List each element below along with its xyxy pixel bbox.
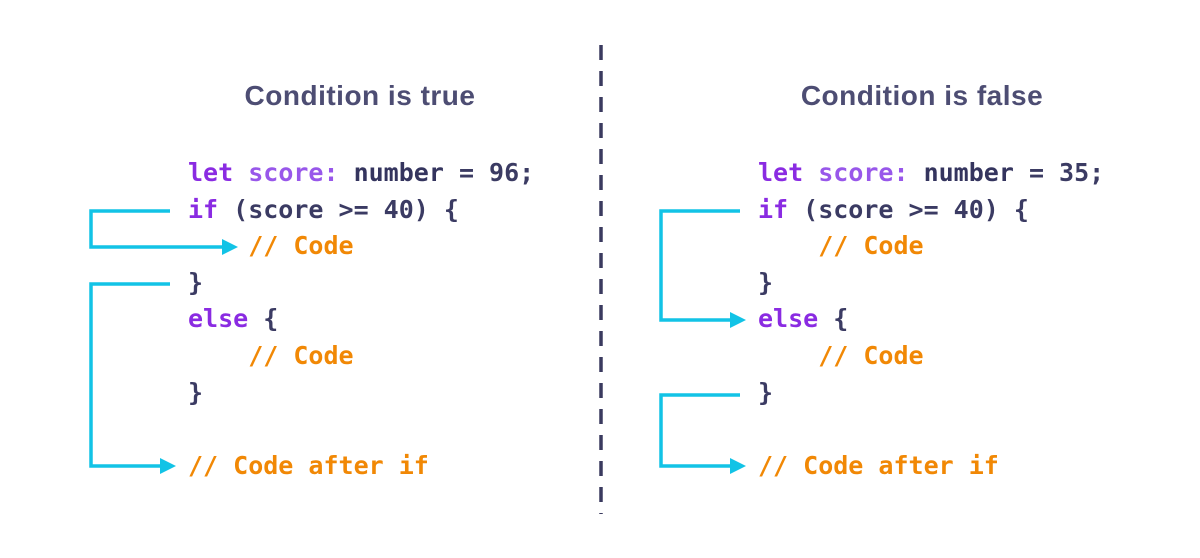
code-block-condition-false: let score: number = 35; if (score >= 40)… xyxy=(758,155,1104,484)
code-line: // Code after if xyxy=(188,448,534,485)
code-line: let score: number = 96; xyxy=(188,155,534,192)
code-token: number xyxy=(923,158,1014,187)
code-token: (score >= 40) { xyxy=(803,194,1029,224)
code-token: score: xyxy=(248,158,354,187)
code-line: } xyxy=(188,375,534,412)
code-token: { xyxy=(248,304,279,334)
code-token: // Code after if xyxy=(758,450,999,480)
code-token: (score >= 40) { xyxy=(233,194,459,224)
code-token: // Code xyxy=(188,340,354,370)
code-token xyxy=(188,414,203,443)
code-token: { xyxy=(818,304,849,334)
code-token: // Code xyxy=(758,340,924,370)
code-line: } xyxy=(188,265,534,302)
flow-arrowhead-false-end-to-after xyxy=(730,458,746,474)
code-token: score: xyxy=(818,158,924,187)
code-line: } xyxy=(758,265,1104,302)
code-line: if (score >= 40) { xyxy=(188,192,534,229)
code-token: // Code after if xyxy=(188,450,429,480)
code-token xyxy=(758,414,773,443)
code-token: } xyxy=(758,377,774,407)
code-token: let xyxy=(758,158,819,187)
flow-arrow-true-end-to-after xyxy=(89,282,170,468)
code-token: else xyxy=(758,304,819,334)
code-token: // Code xyxy=(758,231,924,261)
code-token: // Code xyxy=(188,231,354,261)
panel-title-condition-false: Condition is false xyxy=(800,80,1044,111)
code-line: } xyxy=(758,375,1104,412)
flow-arrowhead-false-if-to-else xyxy=(730,312,746,328)
flow-arrowhead-true-end-to-after xyxy=(160,458,176,474)
code-line: // Code after if xyxy=(758,448,1104,485)
code-line: else { xyxy=(758,301,1104,338)
code-token: let xyxy=(188,158,249,187)
code-token: = 96; xyxy=(443,158,535,187)
code-token: if xyxy=(758,194,804,224)
code-token: } xyxy=(188,267,204,297)
code-token: } xyxy=(758,267,774,297)
code-line-blank xyxy=(758,411,1104,448)
code-line: // Code xyxy=(758,338,1104,375)
panel-title-condition-true: Condition is true xyxy=(244,80,476,111)
code-token: = 35; xyxy=(1013,158,1105,187)
code-token: number xyxy=(353,158,444,187)
code-token: else xyxy=(188,304,249,334)
flow-arrow-false-end-to-after xyxy=(659,393,740,468)
code-line: if (score >= 40) { xyxy=(758,192,1104,229)
code-token: } xyxy=(188,377,204,407)
code-token: if xyxy=(188,194,234,224)
flow-arrow-false-if-to-else xyxy=(659,209,740,322)
code-block-condition-true: let score: number = 96; if (score >= 40)… xyxy=(188,155,534,484)
code-line: let score: number = 35; xyxy=(758,155,1104,192)
code-line: // Code xyxy=(758,228,1104,265)
code-line: else { xyxy=(188,301,534,338)
code-line-blank xyxy=(188,411,534,448)
code-line: // Code xyxy=(188,338,534,375)
code-line: // Code xyxy=(188,228,534,265)
